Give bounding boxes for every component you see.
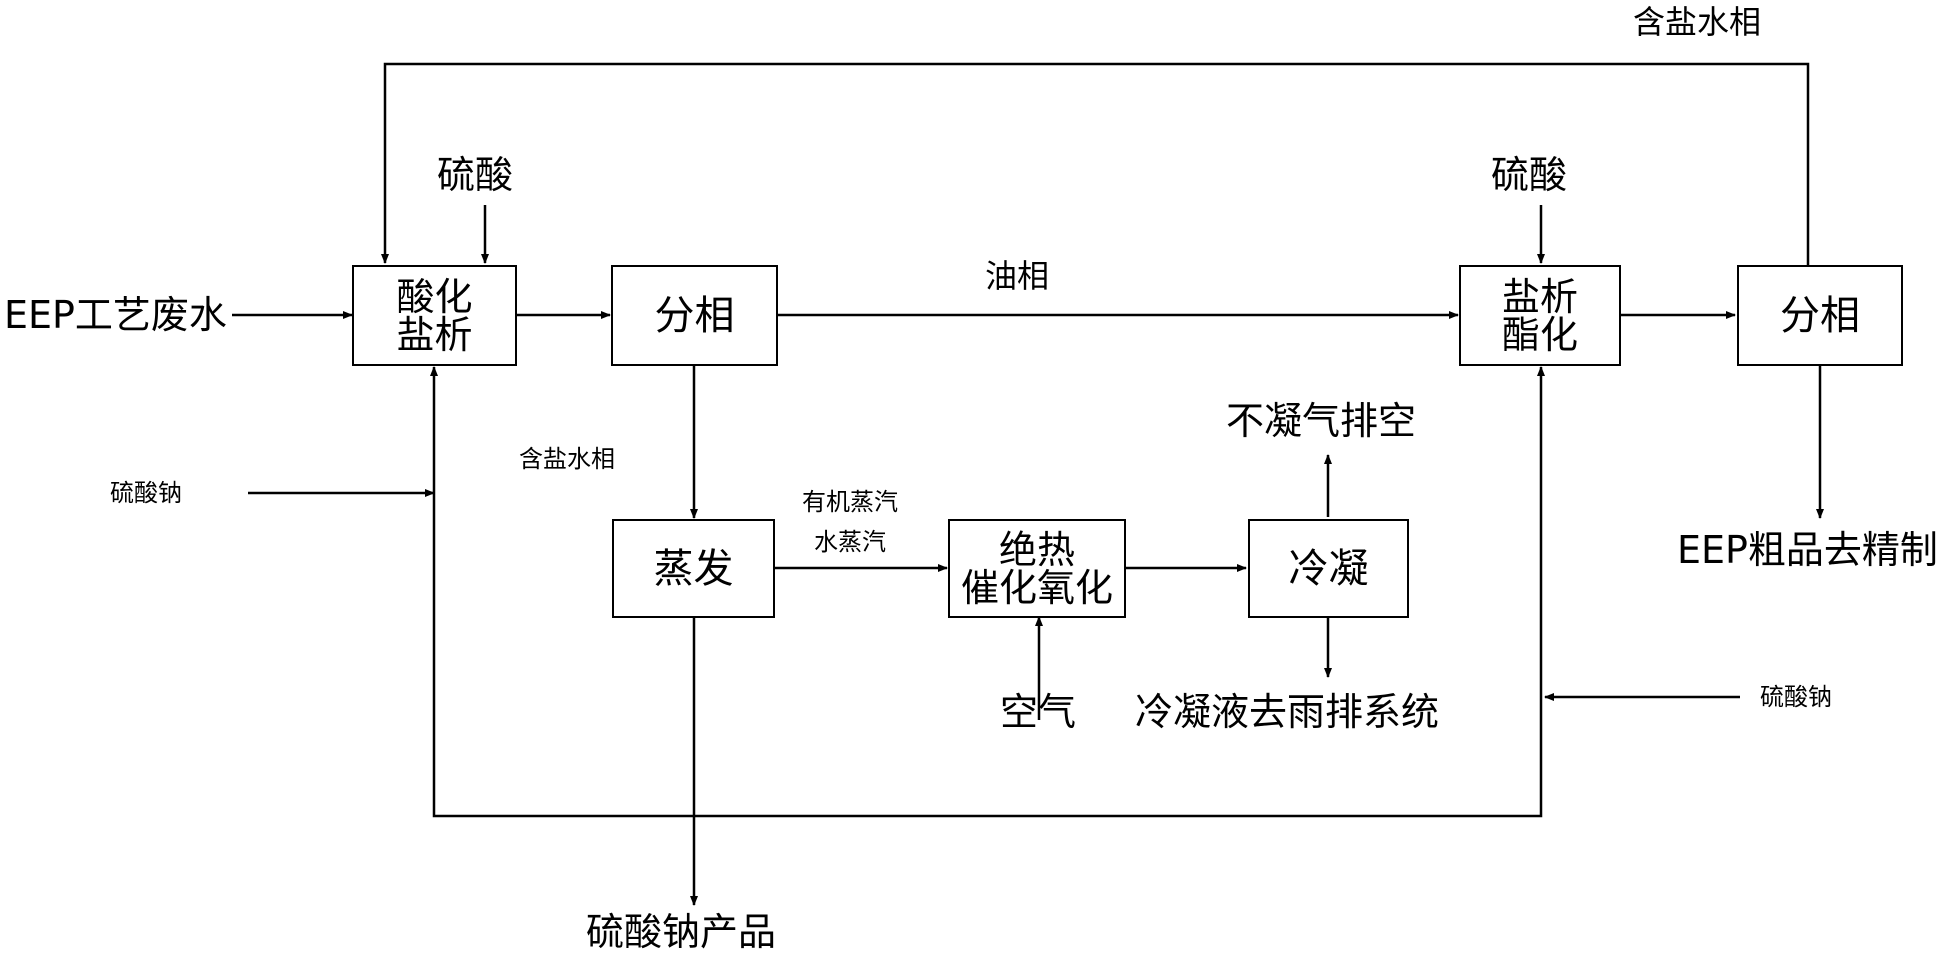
node-oxidation-line1: 绝热 <box>998 527 1075 572</box>
node-acidify-saltout-line2: 盐析 <box>396 312 473 357</box>
label-organic-vapor: 有机蒸汽 <box>802 488 898 516</box>
label-sodium-sulfate-right: 硫酸钠 <box>1760 683 1832 711</box>
node-phase-sep-2: 分相 <box>1737 265 1903 366</box>
label-sodium-sulfate-left: 硫酸钠 <box>110 479 182 507</box>
node-evaporation-text: 蒸发 <box>653 545 734 592</box>
label-sulfuric-acid-2: 硫酸 <box>1491 153 1568 197</box>
arrow-loop-to-acidify <box>430 366 694 818</box>
label-salt-water-phase: 含盐水相 <box>519 445 615 473</box>
label-top-salt-water: 含盐水相 <box>1633 3 1762 41</box>
label-sulfuric-acid-1: 硫酸 <box>437 153 514 197</box>
node-phase-sep-1: 分相 <box>611 265 778 366</box>
node-phase-sep-1-text: 分相 <box>654 292 735 339</box>
label-condensate: 冷凝液去雨排系统 <box>1135 690 1440 734</box>
node-condensation-text: 冷凝 <box>1288 545 1369 592</box>
node-oxidation-line2: 催化氧化 <box>960 565 1113 610</box>
label-water-vapor: 水蒸汽 <box>814 528 886 556</box>
node-saltout-esterify-line2: 酯化 <box>1501 312 1578 357</box>
label-noncondensable-gas: 不凝气排空 <box>1226 399 1417 443</box>
label-eep-wastewater: EEP工艺废水 <box>4 293 227 337</box>
node-acidify-saltout-line1: 酸化 <box>396 274 473 319</box>
node-saltout-esterify: 盐析 酯化 <box>1459 265 1621 366</box>
label-oil-phase: 油相 <box>985 257 1050 295</box>
node-saltout-esterify-line1: 盐析 <box>1501 274 1578 319</box>
label-eep-crude: EEP粗品去精制 <box>1677 528 1938 572</box>
node-adiabatic-catalytic-oxidation: 绝热 催化氧化 <box>948 519 1126 618</box>
label-sodium-sulfate-product: 硫酸钠产品 <box>586 910 777 954</box>
node-phase-sep-2-text: 分相 <box>1780 292 1860 339</box>
node-condensation: 冷凝 <box>1248 519 1409 618</box>
arrow-top-salt-water-recycle <box>381 62 1810 268</box>
arrow-loop-to-esterify <box>694 366 1545 818</box>
node-evaporation: 蒸发 <box>612 519 775 618</box>
label-air: 空气 <box>1000 690 1077 734</box>
node-acidify-saltout: 酸化 盐析 <box>352 265 517 366</box>
